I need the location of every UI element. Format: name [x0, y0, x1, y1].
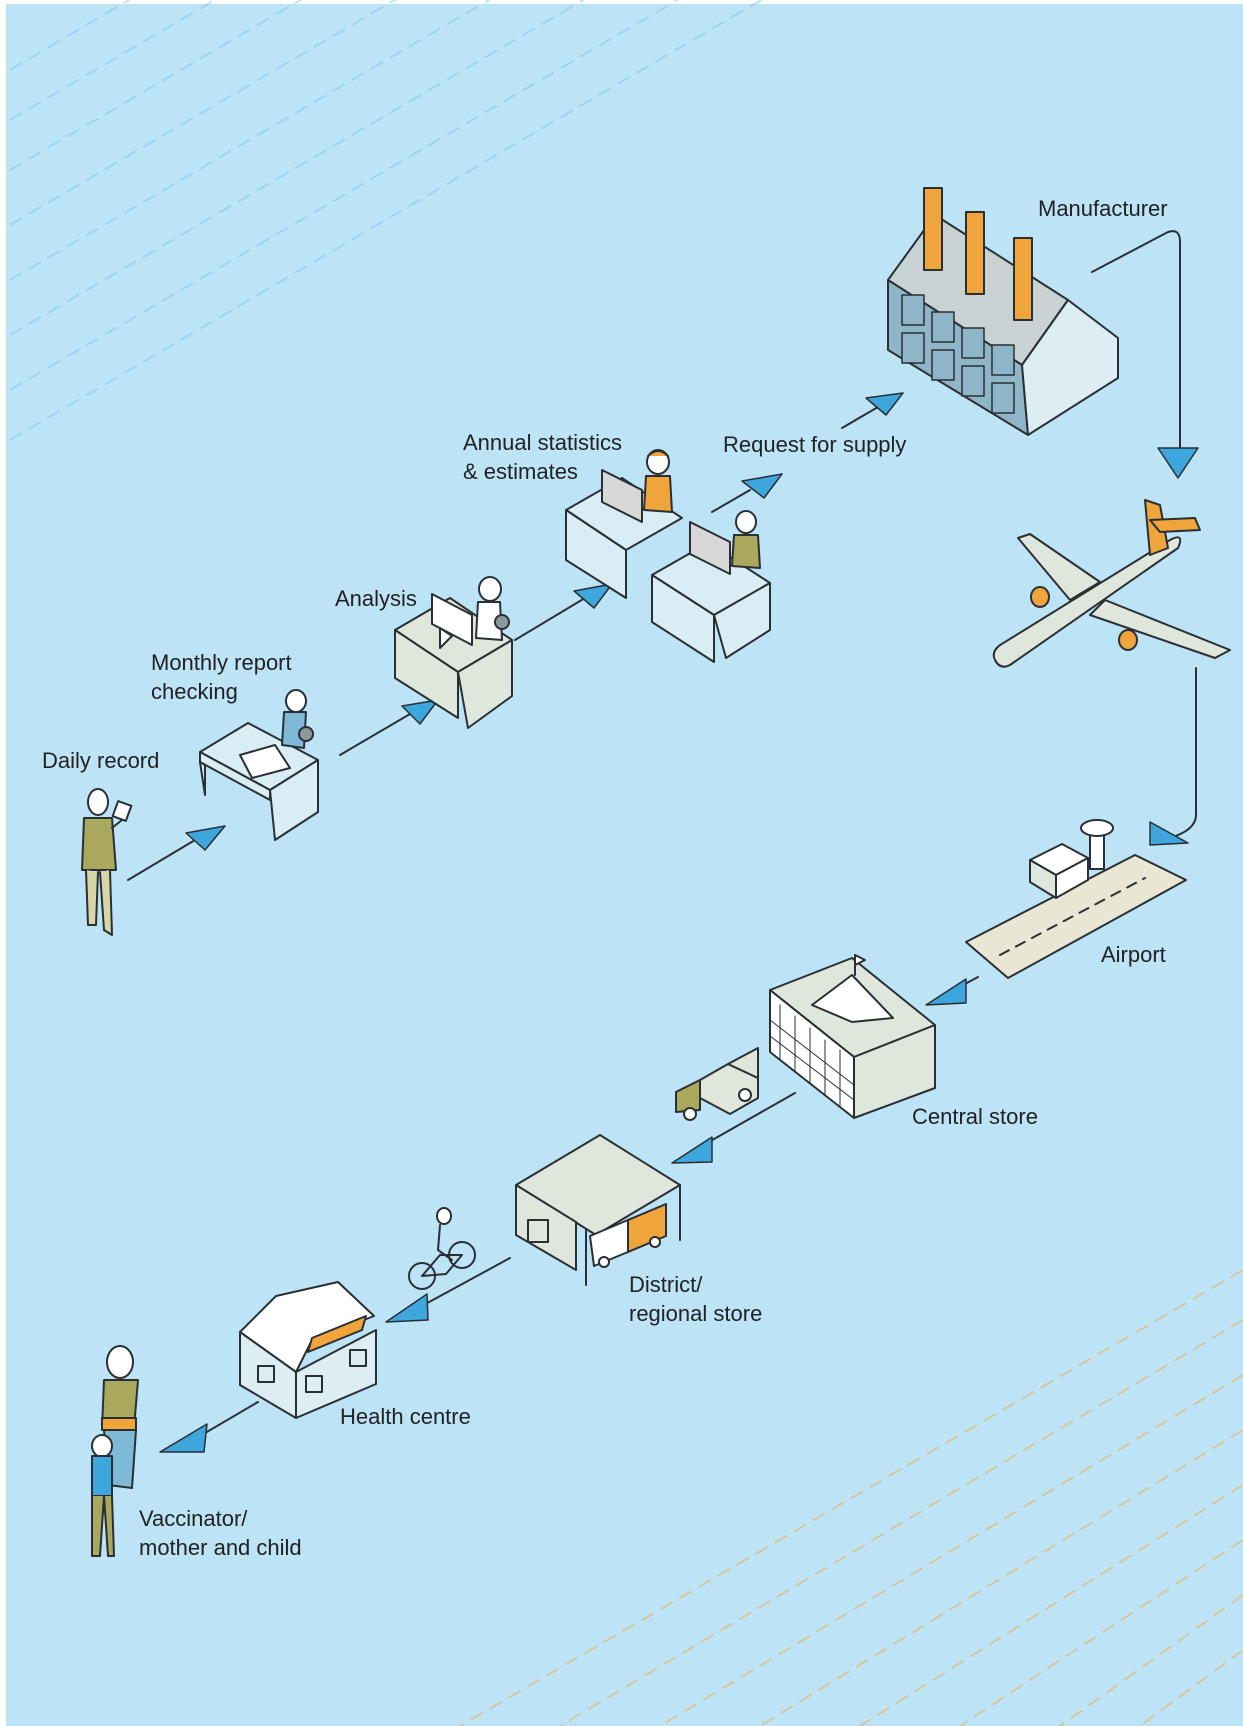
label-request-for-supply: Request for supply [723, 432, 906, 457]
label-annual-statistics: Annual statistics & estimates [463, 430, 628, 484]
connector-central-to-district [699, 1092, 796, 1148]
arrow-head [925, 978, 967, 1006]
label-airport: Airport [1101, 942, 1166, 967]
label-monthly-report: Monthly report checking [151, 650, 298, 704]
bicycle-icon [408, 1207, 476, 1290]
decorative-dashes-top-left [9, 0, 764, 441]
stage-labels: Daily record Monthly report checking Ana… [42, 196, 1168, 1560]
factory-icon [887, 187, 1119, 436]
label-daily-record: Daily record [42, 748, 159, 773]
arrow-head [671, 1136, 713, 1164]
connector-health-to-vaccinator [199, 1401, 259, 1437]
arrow-head [1157, 447, 1199, 479]
connector-daily-to-monthly [127, 839, 196, 881]
person-at-desk-icon [199, 689, 319, 841]
connector-analysis-to-annual [514, 597, 586, 641]
decorative-dashes-bottom-right [459, 1269, 1243, 1726]
arrow-head [385, 1293, 429, 1323]
connector-annual-to-request [711, 489, 751, 513]
connector-manufacturer-to-plane [1091, 230, 1181, 451]
arrow-head [401, 699, 439, 725]
arrow-head [185, 825, 226, 851]
label-central-store: Central store [912, 1104, 1038, 1129]
label-analysis: Analysis [335, 586, 417, 611]
flow-arrowheads [159, 392, 1199, 1453]
label-health-centre: Health centre [340, 1404, 471, 1429]
airplane-icon [992, 499, 1231, 668]
arrow-head [865, 392, 904, 416]
health-centre-house-icon [239, 1281, 377, 1419]
two-people-at-computers-icon [565, 449, 771, 663]
mother-and-child-icon [91, 1345, 139, 1557]
connector-monthly-to-analysis [339, 713, 411, 756]
connector-request-to-manufacturer [841, 406, 879, 429]
label-manufacturer: Manufacturer [1038, 196, 1168, 221]
arrow-head [159, 1423, 208, 1453]
arrow-head [1149, 821, 1189, 846]
arrow-head [741, 473, 783, 499]
person-holding-clipboard-icon [81, 788, 133, 936]
label-vaccinator: Vaccinator/ mother and child [139, 1506, 302, 1560]
label-district-store: District/ regional store [629, 1272, 762, 1326]
connector-district-to-health [419, 1257, 511, 1308]
airport-runway-icon [965, 819, 1187, 979]
district-store-icon [515, 1134, 681, 1286]
arrow-head [573, 583, 613, 609]
person-at-computer-icon [394, 576, 513, 729]
delivery-truck-icon [675, 1047, 759, 1121]
warehouse-building-icon [769, 954, 936, 1119]
